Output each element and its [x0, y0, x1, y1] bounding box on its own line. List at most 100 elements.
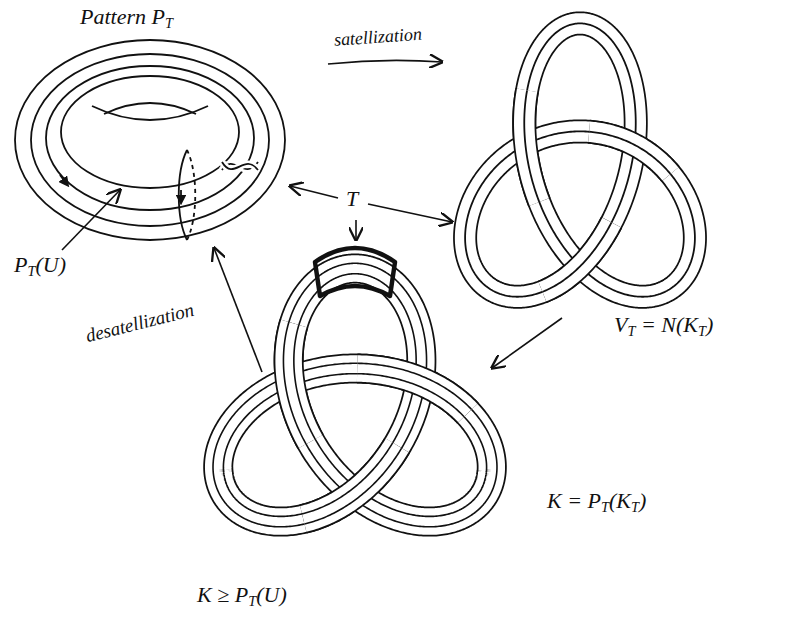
glyph [562, 488, 568, 513]
orientation-arrow [60, 175, 66, 183]
glyph: P [80, 4, 93, 29]
glyph [656, 312, 662, 337]
math-label: VT = N(KT) [612, 312, 715, 340]
glyph: P [588, 488, 601, 513]
glyph: P [14, 252, 27, 277]
glyph: K [683, 312, 698, 337]
glyph: t [104, 4, 110, 29]
knot-crossing [357, 369, 468, 414]
glyph [146, 4, 152, 29]
glyph: ) [706, 312, 713, 337]
leader-line [355, 220, 357, 240]
glyph [212, 582, 218, 607]
glyph: a [340, 29, 350, 50]
torus-hole [92, 106, 208, 120]
knot-crossing [589, 132, 670, 174]
glyph: N [661, 312, 676, 337]
subscript: T [27, 263, 35, 279]
knot-crossing [303, 445, 397, 519]
leader-line [290, 186, 338, 198]
satellization-arrow [328, 60, 442, 64]
satellite-knot [218, 269, 492, 522]
pattern-twist [222, 162, 258, 170]
pattern-strand [31, 54, 269, 226]
glyph: V [614, 312, 627, 337]
math-label: K ≥ PT(U) [195, 582, 289, 610]
knot-crossing [303, 445, 397, 519]
knot-crossing [524, 90, 539, 202]
glyph: o [403, 24, 413, 45]
math-label: desatellization [81, 299, 198, 348]
glyph: P [152, 4, 165, 29]
knot-crossing [542, 222, 611, 291]
knot-tube [465, 23, 695, 296]
map-arrow [492, 318, 562, 368]
glyph: ( [35, 252, 42, 277]
knot-crossing [589, 132, 670, 174]
knot-crossing [524, 90, 539, 202]
glyph: ) [279, 582, 286, 607]
pattern-strand [46, 66, 254, 210]
glyph [229, 582, 235, 607]
glyph: a [93, 4, 104, 29]
twist-gap [222, 162, 258, 170]
companion-knot [465, 23, 695, 296]
glyph: t [111, 4, 117, 29]
knot-crossing [542, 222, 611, 291]
desatellization-arrow [214, 248, 262, 372]
glyph: = [567, 488, 582, 513]
math-label: K = PT(KT) [545, 488, 648, 516]
orientation-arrow [180, 190, 182, 200]
knot-crossing [289, 323, 311, 441]
subscript: T [601, 499, 609, 515]
math-label: PT(U) [12, 252, 68, 280]
pattern-strand [61, 76, 239, 188]
twist-gap [222, 162, 258, 170]
knot-crossing [357, 369, 468, 414]
glyph: ≥ [217, 582, 229, 607]
pattern-twist [222, 162, 258, 170]
arrows [62, 60, 562, 372]
subscript: T [627, 323, 635, 339]
math-label: satellization [331, 24, 424, 51]
meridian-disk [187, 150, 195, 240]
pattern-torus [15, 40, 285, 240]
glyph [582, 488, 588, 513]
glyph: = [641, 312, 656, 337]
knot-crossing [542, 222, 611, 291]
knot-crossing [357, 369, 468, 414]
subscript: T [631, 499, 639, 515]
glyph: K [197, 582, 212, 607]
knot-tube [218, 269, 492, 522]
leader-line [62, 190, 120, 250]
torus-patch [315, 248, 395, 296]
glyph [635, 312, 641, 337]
glyph: e [354, 28, 363, 49]
knot-crossing [589, 132, 670, 174]
knot-crossing [289, 323, 311, 441]
knot-crossing [303, 445, 397, 519]
glyph: ( [609, 488, 616, 513]
knot-crossing [289, 323, 311, 441]
math-label: T [344, 186, 360, 211]
knot-tube [465, 23, 695, 296]
glyph: T [346, 186, 358, 211]
glyph: ( [676, 312, 683, 337]
knot-crossing [357, 369, 468, 414]
subscript: T [698, 323, 706, 339]
knot-crossing [524, 90, 539, 202]
torus-outline [15, 40, 285, 240]
knot-tube [218, 269, 492, 522]
glyph: ) [59, 252, 66, 277]
subscript: T [248, 593, 256, 609]
subscript: T [165, 15, 173, 31]
knot-tube [465, 23, 695, 296]
glyph: n [412, 24, 422, 45]
glyph: a [384, 26, 394, 47]
glyph: e [117, 4, 127, 29]
glyph: K [616, 488, 631, 513]
leader-line [368, 204, 452, 222]
